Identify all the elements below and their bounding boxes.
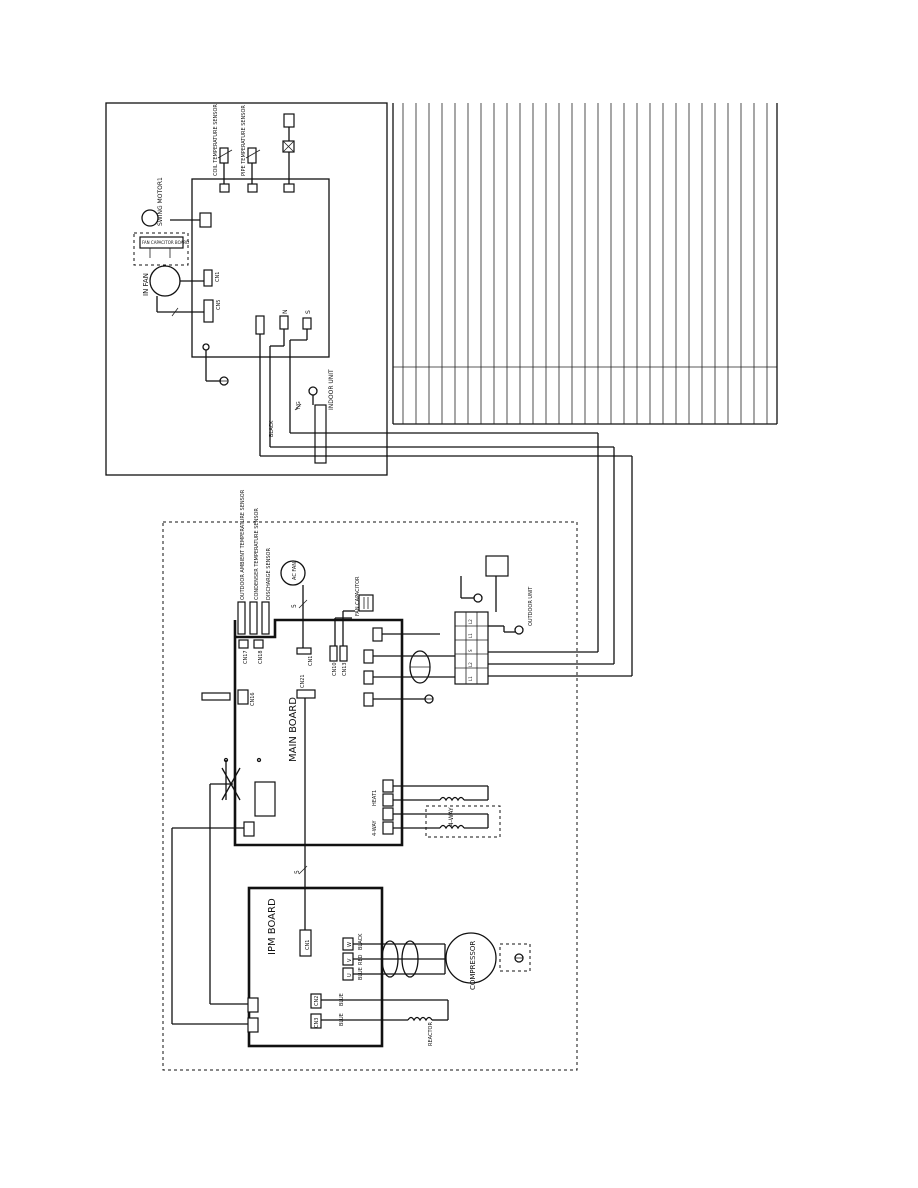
in-fan-label: IN FAN bbox=[142, 273, 150, 296]
coil-sensor-label: COIL TEMPERATURE SENSOR bbox=[213, 104, 219, 176]
cn21-label: CN21 bbox=[300, 674, 306, 688]
color-black-label: BLACK bbox=[358, 933, 364, 950]
four-way-label: 4-WAY bbox=[372, 820, 378, 836]
indoor-unit-label: INDOOR UNIT bbox=[328, 369, 335, 410]
outdoor-terminal-block: L1 L2 S L1 L2 OUTDOOR UNIT bbox=[454, 555, 534, 685]
compressor: COMPRESSOR bbox=[444, 932, 531, 990]
fan-capacitor-label-outdoor: FAN CAPACITOR bbox=[355, 576, 361, 616]
indoor-terminal-block: INDOOR UNIT Y/G BLACK bbox=[259, 329, 632, 464]
compressor-label: COMPRESSOR bbox=[469, 941, 477, 990]
fan-capacitor-board: FAN CAPACITOR BOARD bbox=[133, 232, 189, 266]
cn13-label: CN13 bbox=[342, 662, 348, 676]
indoor-board-ground bbox=[202, 343, 229, 386]
ipm-board-outline bbox=[247, 886, 384, 1048]
main-board-outline bbox=[233, 618, 404, 847]
indoor-unit-frame bbox=[105, 102, 388, 476]
t5-sensor-label: DISCHARGE SENSOR bbox=[266, 548, 272, 600]
terminal-4: L1 bbox=[468, 633, 473, 638]
outdoor-fan-motor: AC FAN 5 CN1 bbox=[280, 560, 314, 666]
cn3-label: CN3 bbox=[314, 1018, 320, 1028]
phase-v-label: V bbox=[347, 958, 353, 962]
cn10-label: CN10 bbox=[332, 662, 338, 676]
coil-temperature-sensor: COIL TEMPERATURE SENSOR bbox=[213, 104, 233, 193]
indoor-cn1-label: CN1 bbox=[215, 272, 221, 282]
cn17-label: CN17 bbox=[243, 650, 249, 664]
terminal-5: L2 bbox=[468, 619, 473, 624]
discharge-connector: CN16 bbox=[201, 689, 256, 706]
fan-capacitor-label: FAN CAPACITOR BOARD bbox=[142, 240, 189, 245]
black-wire-label: BLACK bbox=[269, 420, 275, 437]
pipe-sensor-label: PIPE TEMPERATURE SENSOR bbox=[241, 105, 247, 176]
outdoor-unit-label: OUTDOOR UNIT bbox=[528, 586, 534, 626]
t4-sensor-label: OUTDOOR AMBIENT TEMPERATURE SENSOR bbox=[240, 489, 246, 600]
indoor-fan-motor: IN FAN CN1 CN5 bbox=[142, 265, 222, 323]
outdoor-sensors: OUTDOOR AMBIENT TEMPERATURE SENSOR CONDE… bbox=[237, 489, 272, 664]
interconnect-wires bbox=[486, 433, 633, 677]
swing-motor: SWING MOTOR1 bbox=[141, 177, 212, 228]
indoor-unit-section: COIL TEMPERATURE SENSOR PIPE TEMPERATURE… bbox=[105, 102, 632, 476]
ct1-relay bbox=[171, 757, 276, 1024]
five-wire-b: 5 bbox=[294, 870, 301, 874]
parts-table bbox=[392, 103, 778, 425]
terminal-3: S bbox=[468, 649, 473, 652]
five-wire-a: 5 bbox=[291, 604, 298, 608]
phase-w-label: W bbox=[347, 942, 353, 947]
outdoor-unit-frame bbox=[162, 521, 578, 1071]
four-way-coil-label: 4-WAY bbox=[448, 807, 455, 826]
pipe-temperature-sensor: PIPE TEMPERATURE SENSOR bbox=[241, 105, 261, 193]
phase-u-label: U bbox=[347, 973, 353, 977]
main-board-right-connectors: CN21 5 bbox=[294, 627, 455, 930]
terminal-1: L1 bbox=[468, 676, 473, 681]
terminal-2: L2 bbox=[468, 662, 473, 667]
ac-fan-label: AC FAN bbox=[292, 562, 298, 580]
cn16-label: CN16 bbox=[250, 692, 256, 706]
ipm-connectors: CN1 W V U BLACK RED BLUE BLUE BLUE CN2 C… bbox=[172, 929, 449, 1046]
main-board-label: MAIN BOARD bbox=[288, 697, 299, 762]
outdoor-fan-capacitor: FAN CAPACITOR CN10 CN13 bbox=[329, 576, 374, 676]
ferrite-filter bbox=[409, 650, 431, 684]
t3-sensor-label: CONDENSER TEMPERATURE SENSOR bbox=[254, 508, 260, 600]
cn1-label: CN1 bbox=[308, 656, 314, 666]
display-connector bbox=[282, 113, 295, 193]
outdoor-unit-section: MAIN BOARD OUTDOOR AMBIENT TEMPERATURE S… bbox=[162, 489, 578, 1071]
ipm-cn1-label: CN1 bbox=[305, 940, 311, 950]
cn2-label: CN2 bbox=[314, 996, 320, 1006]
color-red-label: RED bbox=[358, 954, 364, 965]
heat-label: HEAT1 bbox=[372, 790, 378, 806]
term-n-label: N bbox=[282, 310, 289, 315]
heater-and-4way: HEAT1 4-WAY 4-WAY bbox=[372, 779, 501, 838]
cn18-label: CN18 bbox=[258, 650, 264, 664]
indoor-cn5-label: CN5 bbox=[216, 300, 222, 310]
term-s-label: S bbox=[305, 310, 312, 314]
ipm-board-label: IPM BOARD bbox=[267, 898, 278, 955]
reactor-label: REACTOR bbox=[428, 1022, 434, 1046]
swing-motor-label: SWING MOTOR1 bbox=[157, 177, 164, 226]
